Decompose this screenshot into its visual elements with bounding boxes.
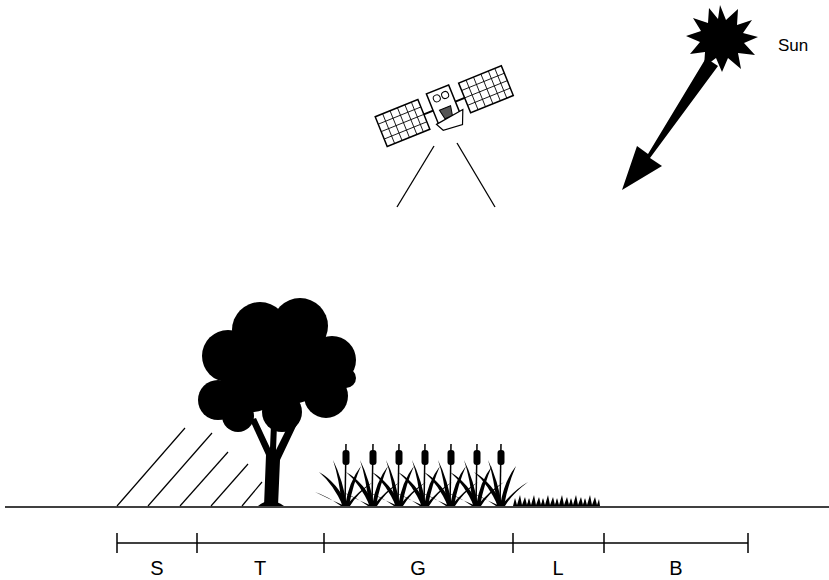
- view-line: [457, 143, 495, 207]
- sunlight-arrow: [622, 58, 718, 190]
- zone-label: G: [410, 558, 426, 578]
- zone-scale-bar: [117, 533, 748, 553]
- zone-label: T: [254, 558, 266, 578]
- view-line: [397, 146, 434, 207]
- zone-label: L: [552, 558, 563, 578]
- satellite-symbol: [374, 64, 516, 154]
- zone-label: S: [150, 558, 163, 578]
- tree-symbol: [198, 298, 356, 506]
- ground-line: [5, 506, 829, 508]
- shadow-hatching: [117, 428, 262, 506]
- low-grass-symbol: [513, 495, 600, 506]
- sun-label: Sun: [778, 37, 808, 54]
- sun-symbol: [686, 5, 758, 72]
- zone-label: B: [669, 558, 682, 578]
- tall-grass-symbol: [315, 444, 528, 506]
